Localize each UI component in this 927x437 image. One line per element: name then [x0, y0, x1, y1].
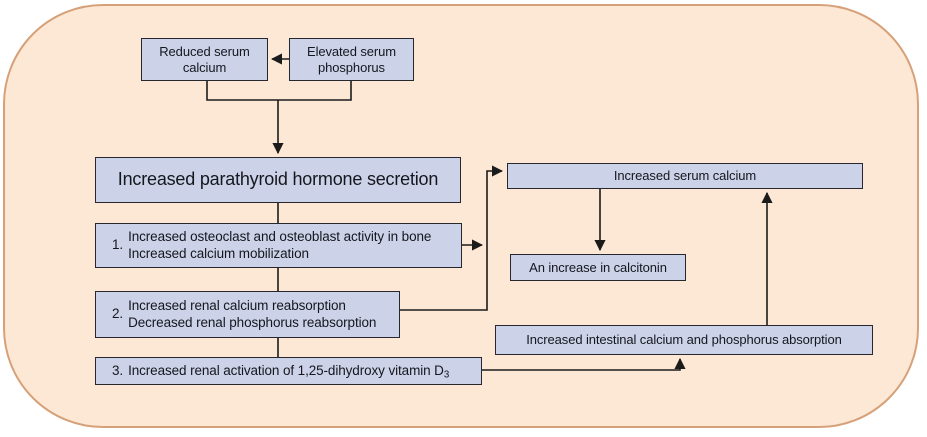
step3-subscript: 3 [443, 369, 450, 381]
step1-line2: Increased calcium mobilization [128, 245, 309, 261]
step3-text: Increased renal activation of 1,25-dihyd… [128, 362, 475, 381]
box-calcitonin-increase: An increase in calcitonin [510, 254, 686, 281]
step2-line2: Decreased renal phosphorus reabsorption [128, 314, 377, 330]
step1-line1: Increased osteoclast and osteoblast acti… [128, 229, 432, 245]
step2-text: Increased renal calcium reabsorption Dec… [128, 298, 393, 331]
box-reduced-serum-calcium: Reduced serum calcium [141, 38, 268, 81]
step1-number: 1. [112, 237, 124, 253]
box-increased-serum-calcium: Increased serum calcium [507, 163, 863, 189]
box-step1-bone-activity: 1. Increased osteoclast and osteoblast a… [95, 223, 462, 268]
box-increased-pth-secretion: Increased parathyroid hormone secretion [95, 157, 461, 203]
step3-line1: Increased renal activation of 1,25-dihyd… [128, 362, 444, 378]
box-step3-vitamin-d-activation: 3. Increased renal activation of 1,25-di… [95, 357, 482, 385]
box-intestinal-absorption: Increased intestinal calcium and phospho… [495, 325, 873, 355]
box-step2-renal-reabsorption: 2. Increased renal calcium reabsorption … [95, 291, 400, 338]
step1-text: Increased osteoclast and osteoblast acti… [128, 229, 455, 262]
step2-line1: Increased renal calcium reabsorption [128, 298, 346, 314]
step2-number: 2. [112, 306, 124, 322]
box-elevated-serum-phosphorus: Elevated serum phosphorus [289, 38, 414, 81]
step3-number: 3. [112, 362, 124, 378]
